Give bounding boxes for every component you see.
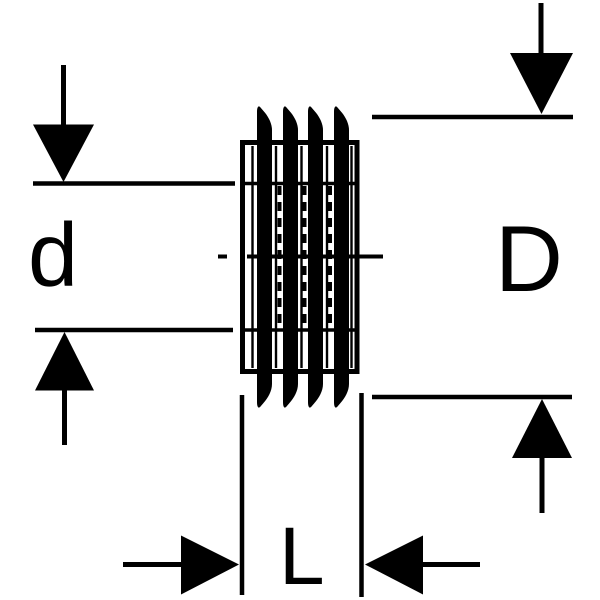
dimension-D xyxy=(372,3,573,513)
outer-diameter-label: D xyxy=(495,206,563,311)
thread-wraps xyxy=(257,106,349,408)
arrowhead-up-icon xyxy=(512,399,572,458)
arrowhead-down-icon xyxy=(33,124,94,182)
arrowhead-down-icon xyxy=(510,53,573,114)
thread-root-lines xyxy=(251,146,353,368)
inner-diameter-label: d xyxy=(28,206,79,306)
arrowhead-right-icon xyxy=(181,535,239,595)
threaded-part xyxy=(218,106,383,408)
part-body-outline xyxy=(240,140,360,374)
arrowhead-left-icon xyxy=(365,535,423,595)
arrowhead-up-icon xyxy=(35,332,94,391)
dimension-d xyxy=(33,65,235,445)
length-label: L xyxy=(279,511,325,600)
dimension-L xyxy=(123,393,480,597)
